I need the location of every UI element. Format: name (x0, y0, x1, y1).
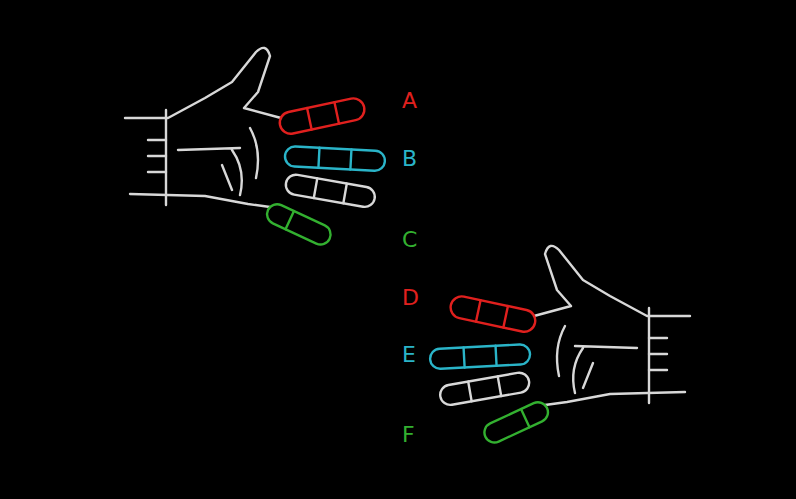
finger-letter: C (402, 229, 417, 251)
finger-letter: A (402, 90, 417, 112)
left-hand (125, 48, 385, 248)
finger-letter: B (402, 148, 417, 170)
right-hand (430, 246, 690, 446)
finger-letter: F (402, 424, 415, 446)
finger-letter: D (402, 287, 419, 309)
finger-letter: E (402, 344, 416, 366)
